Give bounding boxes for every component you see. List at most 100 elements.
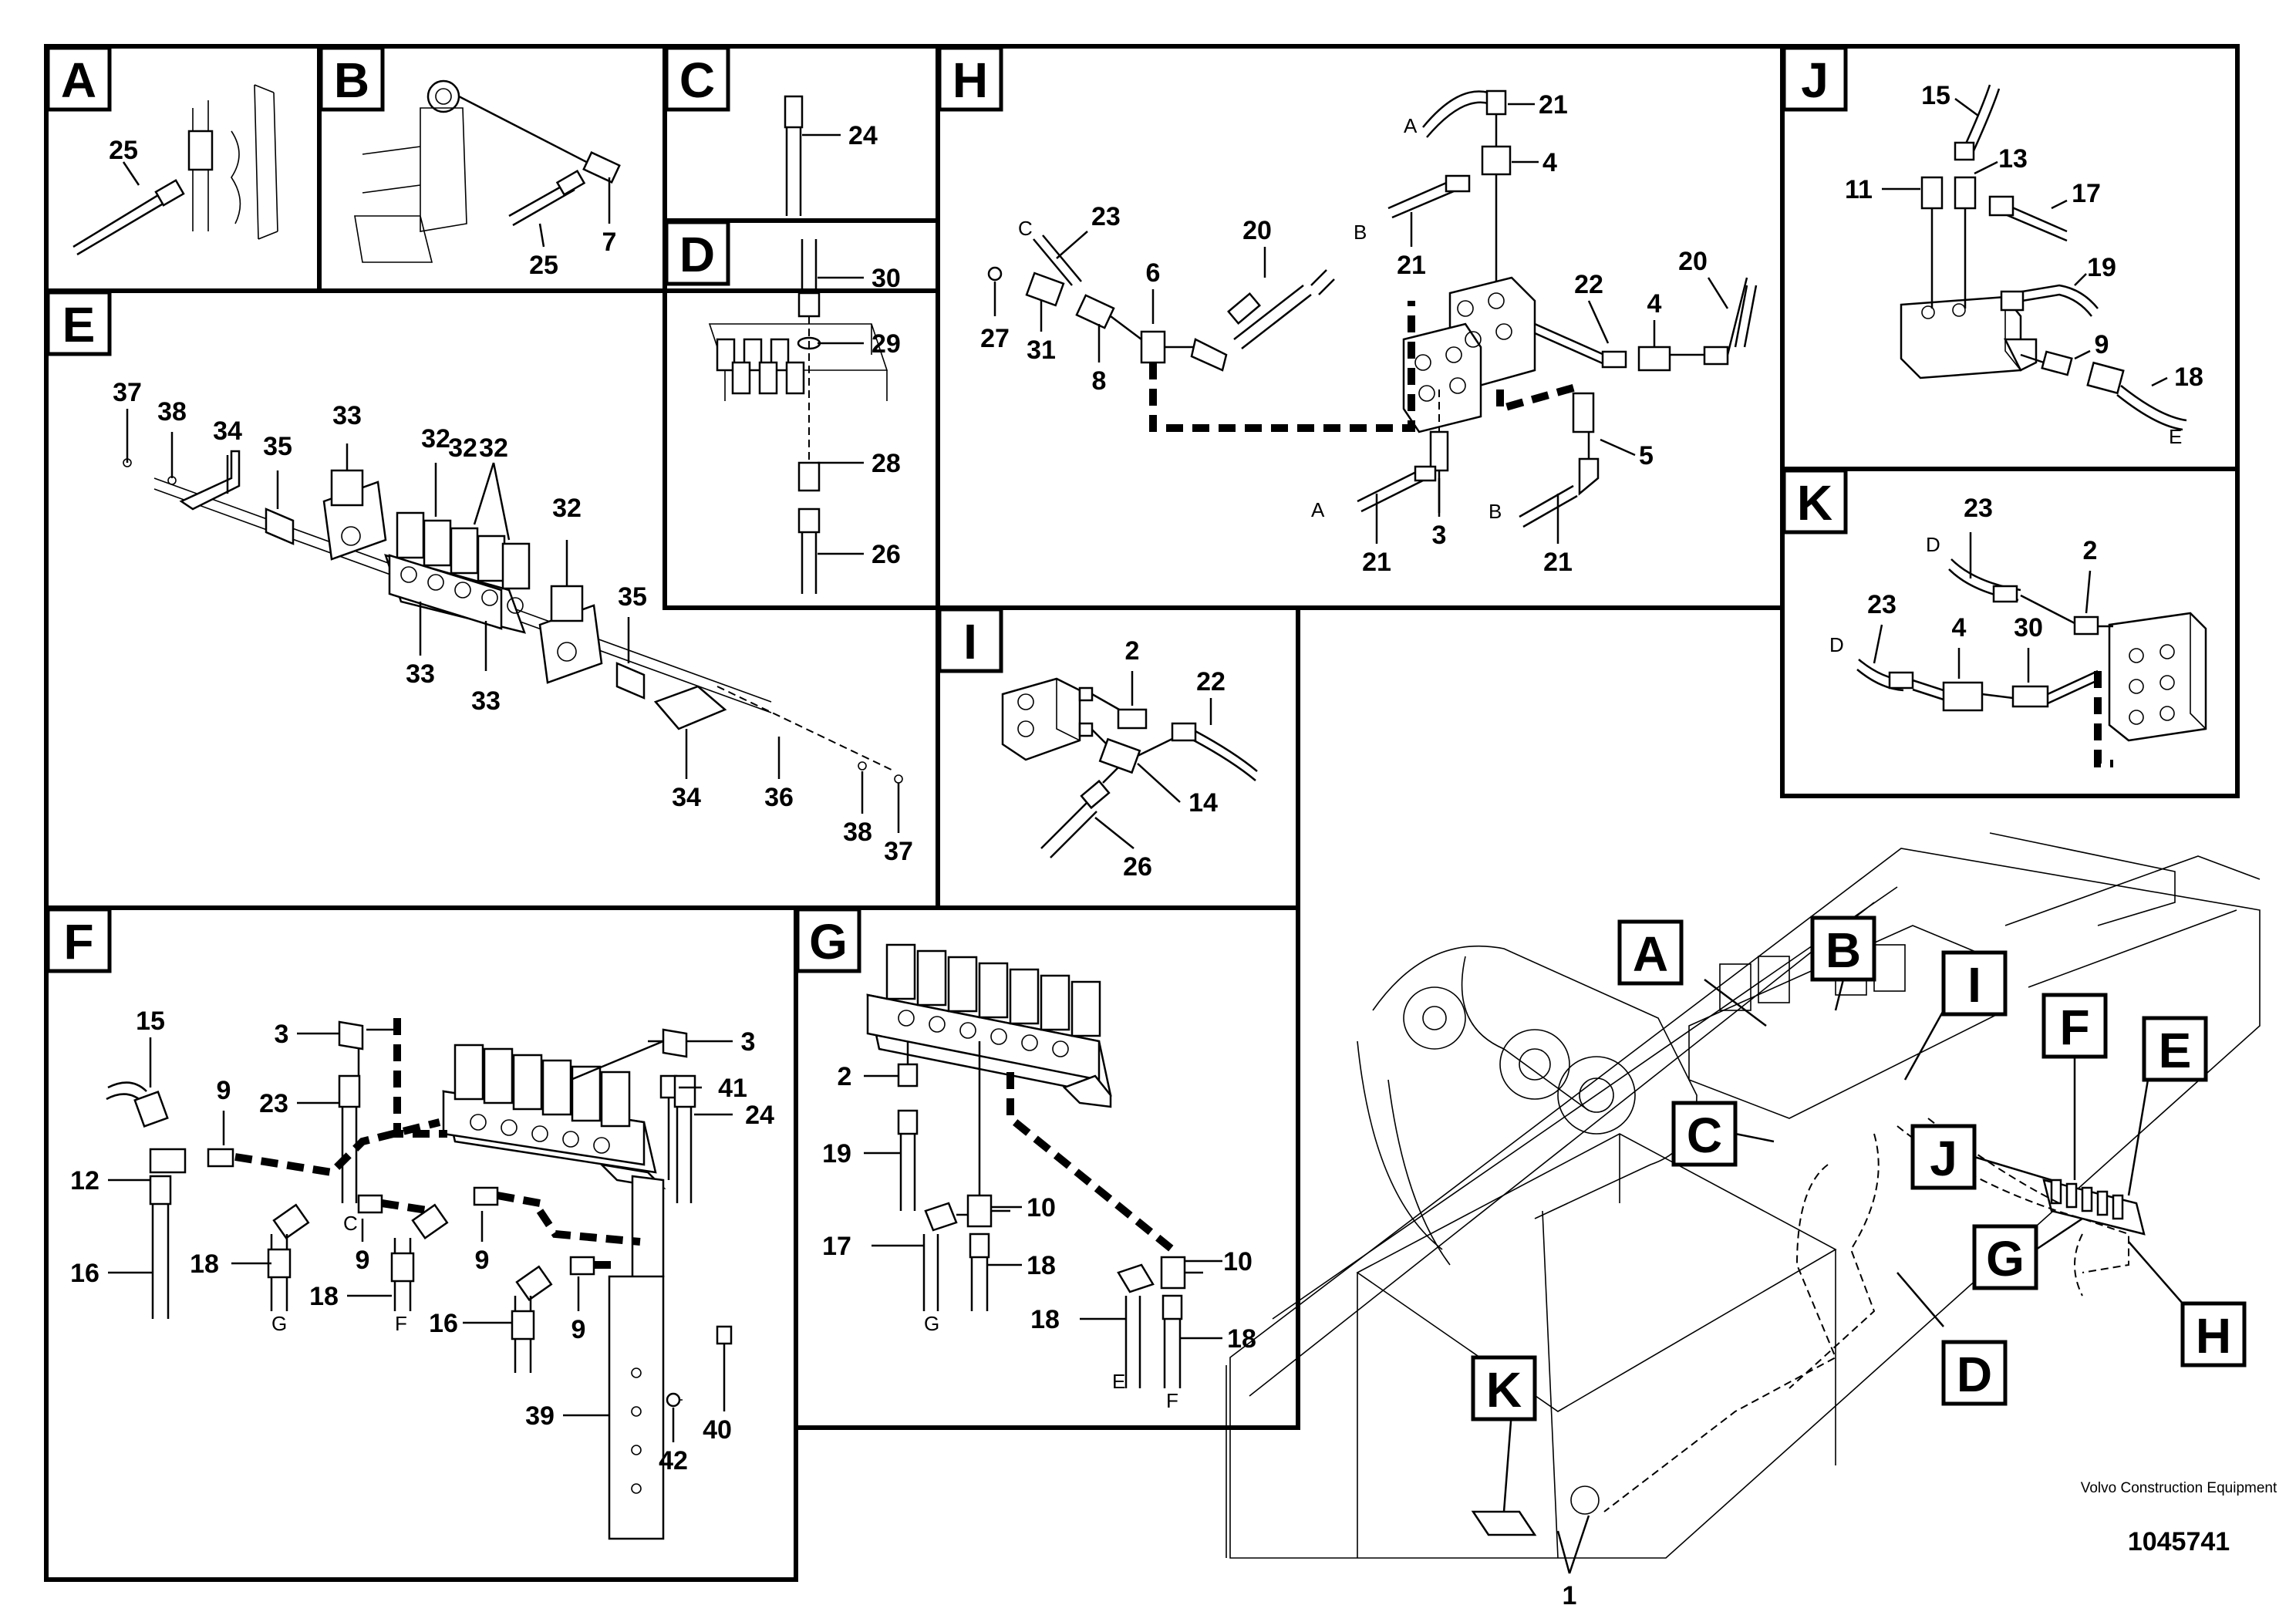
section-tag: F bbox=[2059, 1000, 2089, 1055]
connection-letter: A bbox=[1404, 114, 1418, 137]
part-callout: 9 bbox=[571, 1315, 586, 1344]
panel-g-tag: G bbox=[809, 914, 848, 969]
part-callout: 24 bbox=[745, 1101, 774, 1130]
part-callout: 9 bbox=[2095, 330, 2109, 359]
part-callout: 28 bbox=[872, 449, 901, 478]
connection-letter: F bbox=[395, 1312, 407, 1335]
overview-tag-b: B bbox=[1810, 916, 1876, 1011]
part-callout: 13 bbox=[1998, 144, 2028, 174]
part-callout: 19 bbox=[822, 1139, 851, 1168]
part-callout: 18 bbox=[190, 1249, 219, 1279]
part-callout: 39 bbox=[525, 1401, 555, 1431]
part-callout: 1 bbox=[1563, 1581, 1577, 1610]
part-callout: 30 bbox=[872, 264, 901, 293]
connection-letter: G bbox=[271, 1312, 287, 1335]
panel-k: K D 23 2 D 23 4 30 bbox=[1782, 468, 2207, 767]
part-callout: 33 bbox=[406, 659, 435, 689]
part-callout: 10 bbox=[1223, 1247, 1253, 1276]
part-callout: 2 bbox=[1125, 636, 1140, 666]
overview-tag-g: G bbox=[1972, 1217, 2083, 1290]
part-callout: 15 bbox=[1921, 81, 1950, 110]
panel-e: E 37 38 34 35 bbox=[46, 290, 913, 866]
part-callout: 5 bbox=[1639, 441, 1654, 470]
panel-b: B 25 7 bbox=[319, 46, 621, 280]
part-callout: 17 bbox=[822, 1232, 851, 1261]
overview-tag-j: J bbox=[1910, 1124, 2052, 1190]
part-callout: 7 bbox=[602, 228, 617, 257]
part-callout: 26 bbox=[872, 540, 901, 569]
part-callout: 17 bbox=[2072, 179, 2101, 208]
overview-tag-h: H bbox=[2128, 1241, 2247, 1367]
section-tag: G bbox=[1986, 1231, 2025, 1286]
panel-j: J 15 11 13 17 19 9 18 E bbox=[1782, 46, 2203, 448]
part-callout: 23 bbox=[1964, 494, 1993, 523]
e-callout-32b: 32 bbox=[479, 433, 508, 463]
panel-h: H bbox=[937, 46, 1758, 577]
part-callout: 42 bbox=[659, 1446, 688, 1475]
part-callout: 3 bbox=[275, 1020, 289, 1049]
part-callout: 12 bbox=[70, 1166, 99, 1195]
part-callout: 16 bbox=[70, 1259, 99, 1288]
part-callout: 23 bbox=[1867, 590, 1896, 619]
connection-letter: B bbox=[1354, 221, 1367, 244]
part-callout: 27 bbox=[980, 324, 1010, 353]
overview-tag-e: E bbox=[2127, 1016, 2208, 1196]
connection-letter: C bbox=[343, 1212, 358, 1235]
part-callout: 9 bbox=[217, 1076, 231, 1105]
part-callout: 24 bbox=[848, 121, 878, 150]
overview-tag-i: I bbox=[1903, 950, 2008, 1081]
part-callout: 2 bbox=[2083, 536, 2098, 565]
part-callout: 18 bbox=[309, 1282, 339, 1311]
part-callout: 22 bbox=[1574, 270, 1603, 299]
part-callout: 30 bbox=[2014, 613, 2043, 642]
panel-i-tag: I bbox=[963, 614, 977, 669]
panel-b-tag: B bbox=[334, 52, 369, 108]
part-callout: 37 bbox=[113, 378, 142, 407]
panel-frames bbox=[44, 44, 2240, 1582]
part-callout: 10 bbox=[1027, 1193, 1056, 1222]
part-callout: 16 bbox=[429, 1309, 458, 1338]
panel-k-tag: K bbox=[1797, 475, 1832, 531]
part-callout: 4 bbox=[1542, 148, 1557, 177]
section-tag: E bbox=[2159, 1023, 2192, 1078]
section-tag: K bbox=[1486, 1362, 1522, 1418]
part-callout: 23 bbox=[1091, 202, 1121, 231]
section-tag: J bbox=[1930, 1131, 1957, 1186]
part-callout: 20 bbox=[1678, 247, 1708, 276]
drawing-number: 1045741 bbox=[2128, 1527, 2230, 1556]
connection-letter: F bbox=[1166, 1389, 1178, 1412]
part-callout: 31 bbox=[1027, 336, 1056, 365]
connection-letter: A bbox=[1311, 498, 1325, 521]
part-callout: 4 bbox=[1647, 289, 1662, 319]
part-callout: 9 bbox=[356, 1246, 370, 1275]
part-callout: 35 bbox=[618, 582, 647, 612]
panel-e-tag: E bbox=[62, 297, 96, 352]
part-callout: 32 bbox=[421, 424, 450, 454]
part-callout: 29 bbox=[872, 329, 901, 359]
section-tag: D bbox=[1957, 1347, 1992, 1402]
panel-c-tag: C bbox=[679, 52, 715, 108]
part-callout: 9 bbox=[475, 1246, 490, 1275]
drawing-footer: Volvo Construction Equipment 1045741 bbox=[2081, 1480, 2277, 1556]
part-callout: 6 bbox=[1146, 258, 1161, 288]
part-callout: 11 bbox=[1845, 175, 1873, 204]
part-callout: 41 bbox=[718, 1074, 747, 1103]
overview-tag-f: F bbox=[2041, 993, 2108, 1180]
part-callout: 32 bbox=[552, 494, 582, 523]
part-callout: 18 bbox=[2174, 363, 2203, 392]
part-callout: 33 bbox=[332, 401, 362, 430]
manufacturer-label: Volvo Construction Equipment bbox=[2081, 1480, 2277, 1496]
connection-letter: C bbox=[1018, 217, 1033, 240]
part-callout: 25 bbox=[109, 136, 138, 165]
section-tag: H bbox=[2196, 1308, 2231, 1364]
overview-tag-c: C bbox=[1671, 1101, 1775, 1167]
part-callout: 3 bbox=[741, 1027, 756, 1057]
part-callout: 3 bbox=[1432, 521, 1447, 550]
part-callout: 15 bbox=[136, 1007, 165, 1036]
part-callout: 33 bbox=[471, 686, 501, 716]
part-callout: 25 bbox=[529, 251, 558, 280]
panel-a-tag: A bbox=[61, 52, 96, 108]
section-tag: I bbox=[1967, 957, 1981, 1013]
connection-letter: D bbox=[1926, 533, 1940, 556]
